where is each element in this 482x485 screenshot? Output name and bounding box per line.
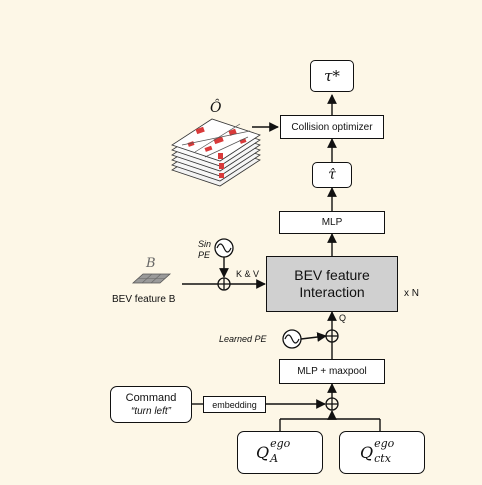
bev-interaction-box: BEV feature Interaction — [266, 256, 398, 312]
b-symbol: B — [146, 256, 156, 271]
command-title: Command — [125, 391, 177, 404]
tau-hat-box: τ̂ — [312, 162, 352, 188]
bev-feature-label: BEV feature B — [112, 294, 176, 305]
map-layers-icon — [171, 118, 261, 187]
bev-grid-icon — [131, 273, 172, 284]
q-label: Q — [339, 313, 347, 323]
query-agent-sup: ego — [270, 437, 291, 450]
bev-interaction-line1: BEV feature — [294, 267, 370, 283]
command-value: “turn left” — [130, 405, 171, 417]
query-agent-sub: A — [270, 452, 279, 465]
repeat-label: x N — [404, 288, 419, 299]
query-ctx-base: Q — [360, 443, 374, 462]
learned-pe-label: Learned PE — [219, 334, 267, 344]
embedding-box: embedding — [203, 396, 266, 413]
o-hat-label: Ô — [210, 100, 222, 116]
embedding-label: embedding — [212, 399, 257, 410]
mlp-maxpool-label: MLP + maxpool — [297, 366, 367, 377]
query-agent-base: Q — [256, 443, 270, 462]
tau-star-label: τ* — [324, 67, 340, 85]
tau-star-box: τ* — [310, 60, 354, 92]
collision-optimizer-label: Collision optimizer — [291, 121, 373, 133]
mlp-label: MLP — [321, 217, 343, 228]
sin-pe-label: Sin PE — [198, 239, 211, 261]
kv-label: K & V — [236, 269, 260, 279]
bev-interaction-line2: Interaction — [299, 284, 365, 300]
mlp-maxpool-box: MLP + maxpool — [279, 359, 385, 384]
sin-pe-line2: PE — [198, 250, 211, 260]
query-ctx-sub: ctx — [374, 452, 391, 465]
command-box: Command “turn left” — [110, 386, 192, 423]
tau-hat-label: τ̂ — [328, 167, 336, 183]
collision-optimizer-box: Collision optimizer — [280, 115, 384, 139]
mlp-box: MLP — [279, 211, 385, 234]
sin-pe-line1: Sin — [198, 239, 212, 249]
query-ctx-sup: ego — [374, 437, 395, 450]
